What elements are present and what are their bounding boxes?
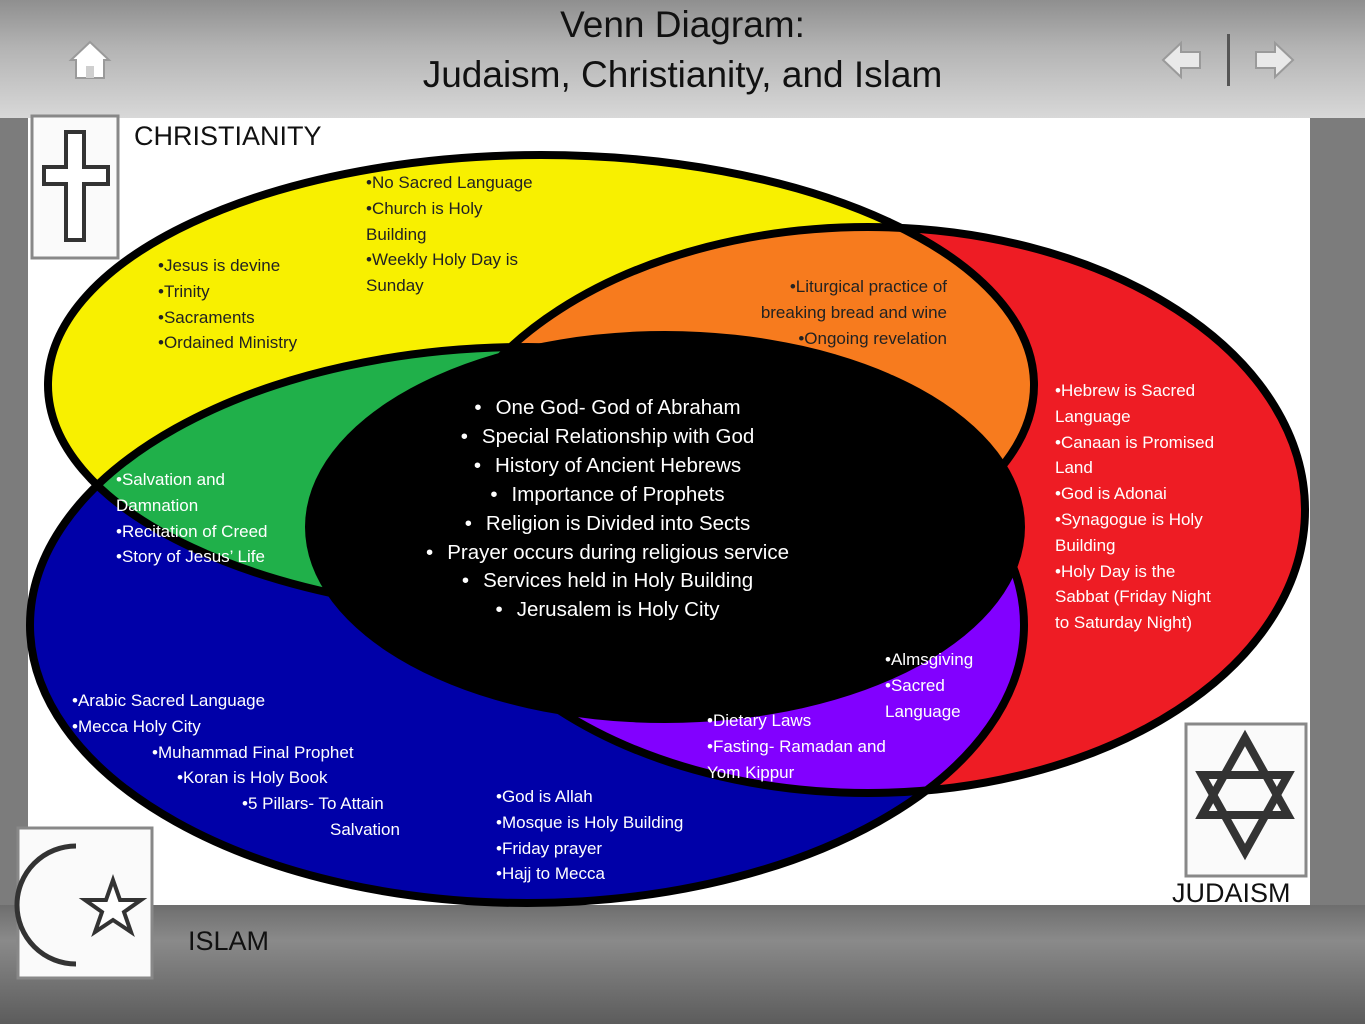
list-item: •Koran is Holy Book bbox=[177, 768, 328, 788]
islam-icon-box bbox=[14, 824, 156, 982]
arrow-left-icon bbox=[1161, 40, 1201, 80]
list-item: •Hajj to Mecca bbox=[496, 864, 605, 884]
next-button[interactable] bbox=[1252, 38, 1296, 82]
islam-right-text: •God is Allah •Mosque is Holy Building •… bbox=[496, 784, 683, 887]
judaism-text: •Hebrew is Sacred Language •Canaan is Pr… bbox=[1055, 378, 1214, 636]
list-item: •Almsgiving bbox=[885, 650, 974, 669]
list-item: One God- God of Abraham bbox=[405, 394, 810, 423]
judaism-islam-text-a: •Almsgiving •Sacred Language bbox=[885, 647, 973, 724]
list-item: Religion is Divided into Sects bbox=[405, 510, 810, 539]
list-item: Sabbat (Friday Night bbox=[1055, 587, 1211, 607]
christianity-judaism-text: •Liturgical practice of breaking bread a… bbox=[700, 274, 947, 351]
judaism-label: JUDAISM bbox=[1172, 878, 1291, 908]
christianity-top-text: •No Sacred Language •Church is Holy Buil… bbox=[366, 170, 533, 299]
list-item: •Sacraments bbox=[158, 307, 255, 327]
list-item: Land bbox=[1055, 458, 1093, 478]
list-item: Prayer occurs during religious service bbox=[405, 539, 810, 568]
islam-left-text: •Arabic Sacred Language •Mecca Holy City… bbox=[72, 688, 400, 843]
list-item: •Trinity bbox=[158, 281, 210, 301]
islam-label: ISLAM bbox=[188, 926, 270, 956]
christianity-label: CHRISTIANITY bbox=[134, 121, 322, 151]
list-item: •Fasting- Ramadan and bbox=[707, 736, 886, 756]
christianity-icon-box bbox=[26, 112, 126, 262]
list-item: •God is Allah bbox=[496, 787, 593, 806]
list-item: Salvation bbox=[330, 819, 400, 839]
list-item: •Ordained Ministry bbox=[158, 333, 298, 353]
cross-icon bbox=[30, 114, 120, 260]
list-item: •Canaan is Promised bbox=[1055, 432, 1215, 452]
list-item: •Liturgical practice of bbox=[789, 277, 947, 296]
list-item: Special Relationship with God bbox=[405, 423, 810, 452]
arrow-right-icon bbox=[1255, 40, 1295, 80]
judaism-icon-box bbox=[1180, 720, 1310, 880]
list-item: •No Sacred Language bbox=[366, 173, 533, 192]
star-of-david-icon bbox=[1184, 722, 1308, 878]
list-item: •5 Pillars- To Attain bbox=[242, 794, 384, 814]
list-item: •Story of Jesus’ Life bbox=[116, 547, 265, 567]
list-item: Yom Kippur bbox=[707, 762, 795, 782]
previous-button[interactable] bbox=[1160, 38, 1204, 82]
list-item: •Jesus is devine bbox=[158, 256, 281, 275]
list-item: •Ongoing revelation bbox=[798, 328, 947, 348]
list-item: •God is Adonai bbox=[1055, 484, 1167, 504]
list-item: •Holy Day is the bbox=[1055, 561, 1176, 581]
list-item: to Saturday Night) bbox=[1055, 613, 1193, 633]
footer-band bbox=[0, 905, 1365, 1024]
list-item: Importance of Prophets bbox=[405, 481, 810, 510]
list-item: Sunday bbox=[366, 276, 424, 296]
christianity-left-text: •Jesus is devine •Trinity •Sacraments •O… bbox=[158, 253, 297, 356]
list-item: •Dietary Laws bbox=[707, 711, 812, 730]
islam-outline bbox=[26, 343, 1028, 907]
list-item: •Weekly Holy Day is bbox=[366, 250, 519, 270]
list-item: Services held in Holy Building bbox=[405, 567, 810, 596]
judaism-islam-text-b: •Dietary Laws •Fasting- Ramadan and Yom … bbox=[707, 708, 886, 785]
list-item: •Synagogue is Holy bbox=[1055, 509, 1203, 529]
list-item: •Recitation of Creed bbox=[116, 521, 268, 541]
all-three-text: One God- God of Abraham Special Relation… bbox=[405, 394, 810, 625]
nav-divider bbox=[1227, 34, 1230, 86]
list-item: •Hebrew is Sacred bbox=[1055, 381, 1196, 400]
list-item: Building bbox=[366, 224, 427, 244]
list-item: •Salvation and bbox=[116, 470, 225, 489]
list-item: •Church is Holy bbox=[366, 198, 483, 218]
header-band bbox=[0, 0, 1365, 118]
list-item: Damnation bbox=[116, 495, 199, 515]
list-item: •Arabic Sacred Language bbox=[72, 691, 266, 710]
list-item: Language bbox=[885, 701, 961, 721]
crescent-star-icon bbox=[14, 826, 154, 980]
list-item: •Mecca Holy City bbox=[72, 716, 201, 736]
list-item: breaking bread and wine bbox=[760, 302, 947, 322]
list-item: •Sacred bbox=[885, 675, 945, 695]
list-item: •Mosque is Holy Building bbox=[496, 812, 684, 832]
title-line-2: Judaism, Christianity, and Islam bbox=[422, 54, 943, 95]
list-item: •Muhammad Final Prophet bbox=[152, 742, 354, 762]
page-title: Venn Diagram: Judaism, Christianity, and… bbox=[300, 0, 1065, 100]
title-line-1: Venn Diagram: bbox=[560, 4, 805, 45]
list-item: Language bbox=[1055, 406, 1131, 426]
list-item: History of Ancient Hebrews bbox=[405, 452, 810, 481]
list-item: Jerusalem is Holy City bbox=[405, 596, 810, 625]
home-icon bbox=[68, 40, 112, 79]
list-item: •Friday prayer bbox=[496, 838, 603, 858]
home-button[interactable] bbox=[66, 38, 114, 82]
list-item: Building bbox=[1055, 535, 1116, 555]
christianity-islam-text: •Salvation and Damnation •Recitation of … bbox=[116, 467, 267, 570]
